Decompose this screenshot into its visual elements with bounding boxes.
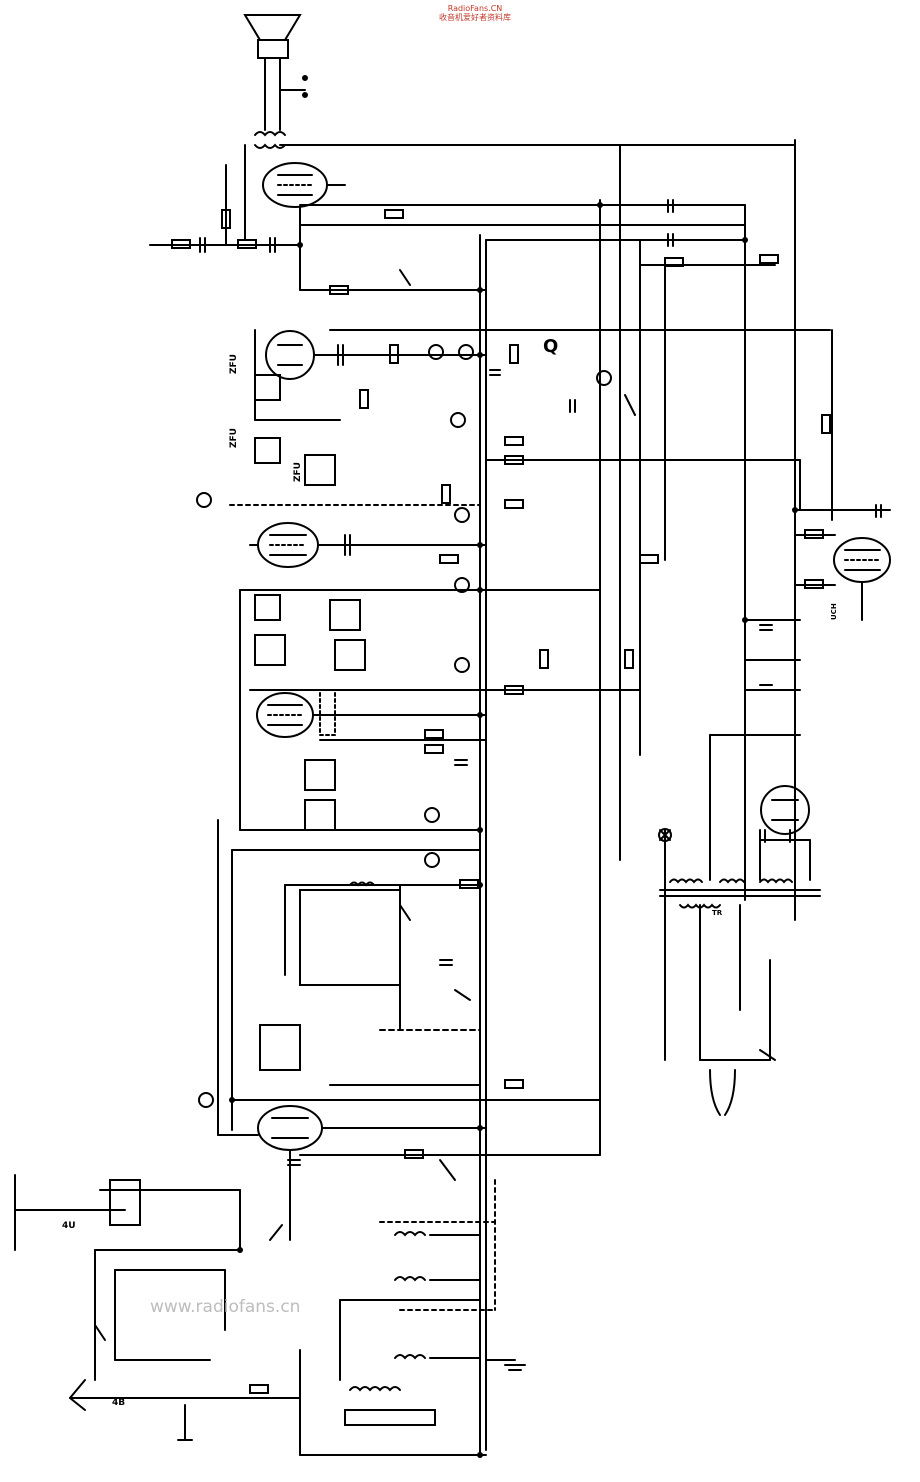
capacitor — [454, 759, 468, 766]
watermark: www.radiofans.cn — [150, 1297, 300, 1317]
resistor — [504, 436, 524, 446]
output-transformer — [254, 131, 286, 137]
transformer-label: TR — [712, 909, 723, 917]
resistor — [821, 414, 831, 434]
ground-label: 4B — [112, 1398, 125, 1408]
speaker-cone — [243, 14, 302, 41]
resistor — [504, 1079, 524, 1089]
if-can-8 — [304, 759, 336, 791]
resistor — [441, 484, 451, 504]
if-can-5 — [329, 599, 361, 631]
switch — [399, 904, 411, 921]
tube-osc — [257, 1105, 323, 1151]
switch — [439, 1159, 456, 1181]
coil-label-a: ZFU — [229, 354, 239, 374]
switch — [759, 1049, 776, 1061]
capacitor — [789, 829, 796, 843]
switch — [399, 269, 411, 286]
capacitor — [199, 237, 206, 253]
resistor — [389, 344, 399, 364]
resistor — [504, 455, 524, 465]
tube-detector — [265, 330, 315, 380]
capacitor — [489, 369, 501, 376]
resistor — [624, 649, 634, 669]
tube-right — [833, 537, 891, 583]
resistor — [424, 744, 444, 754]
capacitor — [344, 534, 351, 556]
rf-coil-box — [109, 1179, 141, 1226]
resistor — [404, 1149, 424, 1159]
capacitor — [287, 1159, 301, 1166]
switch — [269, 1224, 283, 1241]
switch — [454, 989, 471, 1001]
capacitor — [269, 237, 276, 253]
resistor — [509, 344, 519, 364]
resistor — [237, 239, 257, 249]
mains-transformer — [659, 878, 821, 909]
site-header-subtitle: 收音机爱好者资料库 — [439, 13, 511, 22]
resistor — [539, 649, 549, 669]
speaker-magnet — [257, 39, 289, 59]
tube-mixer — [256, 692, 314, 738]
resistor — [759, 254, 779, 264]
capacitor — [667, 233, 674, 247]
if-can-9 — [304, 799, 336, 831]
if-can-3 — [304, 454, 336, 486]
if-can-2 — [254, 437, 281, 464]
resistor — [384, 209, 404, 219]
aerial-arrow — [69, 1379, 86, 1411]
tube-if — [257, 522, 319, 568]
resistor — [504, 499, 524, 509]
tube-label: UCH — [830, 603, 838, 620]
dashed-shield — [319, 689, 336, 736]
if-can-6 — [254, 634, 286, 666]
resistor — [439, 554, 459, 564]
capacitor — [759, 624, 773, 631]
if-can-1 — [254, 374, 281, 401]
resistor — [804, 579, 824, 589]
osc-coil-box — [299, 889, 401, 986]
capacitor — [337, 344, 344, 366]
resistor — [359, 389, 369, 409]
site-header: RadioFans.CN 收音机爱好者资料库 — [430, 4, 520, 22]
if-can-4 — [254, 594, 281, 621]
oscillator-can — [259, 1024, 301, 1071]
resistor — [639, 554, 659, 564]
capacitor — [439, 959, 453, 966]
resistor — [804, 529, 824, 539]
resistor — [329, 285, 349, 295]
resistor — [664, 257, 684, 267]
coil-label-c: ZFU — [293, 462, 303, 482]
resistor — [171, 239, 191, 249]
coil-label-b: ZFU — [229, 428, 239, 448]
capacitor — [875, 504, 882, 518]
antenna-label: 4U — [62, 1221, 76, 1231]
tone-control-label: Q — [543, 336, 558, 357]
coil-block-1 — [344, 1409, 436, 1426]
junction-dots — [229, 202, 798, 1458]
resistor — [221, 209, 231, 229]
switch — [624, 394, 636, 416]
resistor — [424, 729, 444, 739]
tube-rectifier — [760, 785, 810, 835]
resistor — [504, 685, 524, 695]
resistor — [249, 1384, 269, 1394]
capacitor — [569, 399, 576, 413]
capacitor — [667, 199, 674, 213]
tube-output — [262, 162, 328, 208]
capacitor — [759, 684, 773, 691]
switch — [94, 1324, 106, 1341]
if-can-7 — [334, 639, 366, 671]
mains-plug — [709, 1069, 736, 1116]
site-header-title: RadioFans.CN — [447, 4, 503, 13]
capacitor — [759, 829, 766, 843]
